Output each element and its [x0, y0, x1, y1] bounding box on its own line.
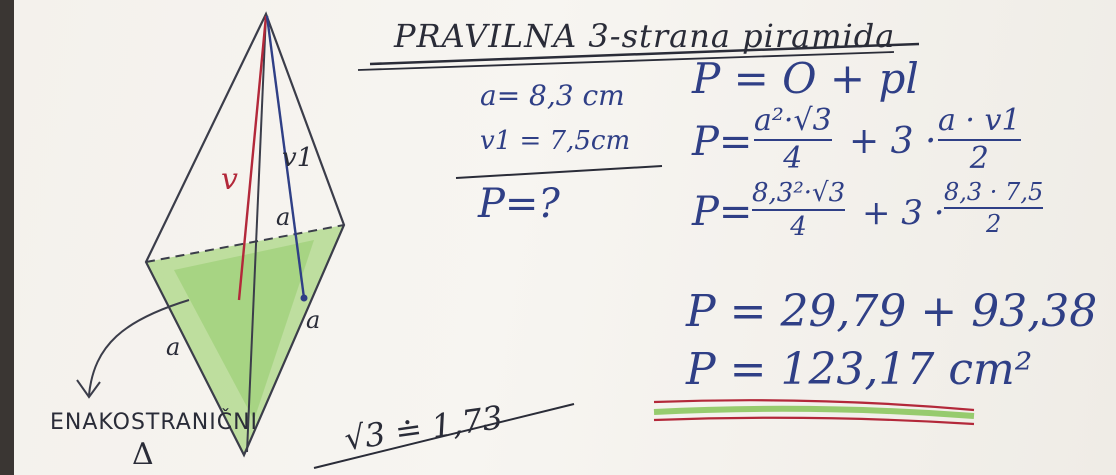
fraction-bar [944, 207, 1044, 209]
title-underline [369, 42, 920, 66]
formula-line-4: P = 29,79 + 93,38 [686, 286, 1098, 337]
formula-3-lead: P= [692, 189, 753, 235]
formula-2-fraction-2: a · v1 2 [938, 106, 1021, 174]
pyramid-drawing [76, 11, 975, 469]
label-edge-a-right: a [306, 306, 321, 334]
label-apothem-v1: v1 [282, 143, 314, 173]
label-equilateral: ENAKOSTRANIČNI [50, 410, 259, 435]
answer-red-underline-1 [653, 399, 975, 412]
fraction-numerator: 8,3 · 7,5 [944, 178, 1044, 206]
formula-line-1: P = O + pl [692, 54, 919, 103]
formula-3-mid: + 3 · [862, 193, 945, 233]
fraction-numerator: a · v1 [938, 103, 1021, 138]
formula-3-fraction-1: 8,3²·√3 4 [752, 178, 846, 242]
pyramid-outline [144, 11, 346, 458]
find-p: P=? [478, 181, 560, 227]
formula-2-fraction-1: a²·√3 4 [754, 106, 832, 174]
page-title: PRAVILNA 3-strana piramida [394, 17, 896, 55]
label-height-v: v [221, 162, 238, 197]
sqrt-underline [313, 403, 575, 469]
base-shading-inner [174, 240, 314, 420]
fraction-bar [754, 139, 832, 141]
label-edge-a-left: a [166, 333, 181, 361]
fraction-numerator: 8,3²·√3 [752, 178, 846, 208]
title-underline-2 [357, 51, 895, 71]
height-v-line [237, 15, 268, 301]
fraction-bar [938, 139, 1021, 141]
formula-3-fraction-2: 8,3 · 7,5 2 [944, 178, 1044, 238]
arrow-curve [88, 299, 190, 396]
formula-line-5-result: P = 123,17 cm² [686, 344, 1033, 395]
paper-sheet: v v1 a a a ENAKOSTRANIČNI Δ PRAVILNA 3-s… [14, 0, 1116, 475]
fraction-denominator: 4 [783, 141, 803, 176]
fraction-denominator: 2 [985, 210, 1002, 238]
apothem-v1-line [265, 15, 306, 299]
formula-2-mid: + 3 · [849, 121, 937, 162]
formula-2-lead: P= [692, 119, 753, 165]
pyramid-front-edge [246, 13, 267, 453]
label-edge-a-inner: a [276, 203, 291, 231]
answer-red-underline-2 [653, 416, 975, 426]
answer-green-highlight [653, 405, 975, 419]
fraction-numerator: a²·√3 [754, 103, 832, 138]
given-v1: v1 = 7,5cm [480, 126, 631, 156]
triangle-symbol: Δ [132, 437, 154, 472]
base-shading [146, 225, 344, 455]
apothem-foot-dot [300, 294, 308, 302]
fraction-denominator: 2 [969, 141, 989, 176]
fraction-bar [752, 209, 846, 211]
given-divider [455, 165, 663, 179]
given-a: a= 8,3 cm [480, 79, 625, 112]
fraction-denominator: 4 [790, 212, 807, 242]
arrow-head [76, 379, 101, 399]
base-hidden-edge [145, 224, 345, 263]
